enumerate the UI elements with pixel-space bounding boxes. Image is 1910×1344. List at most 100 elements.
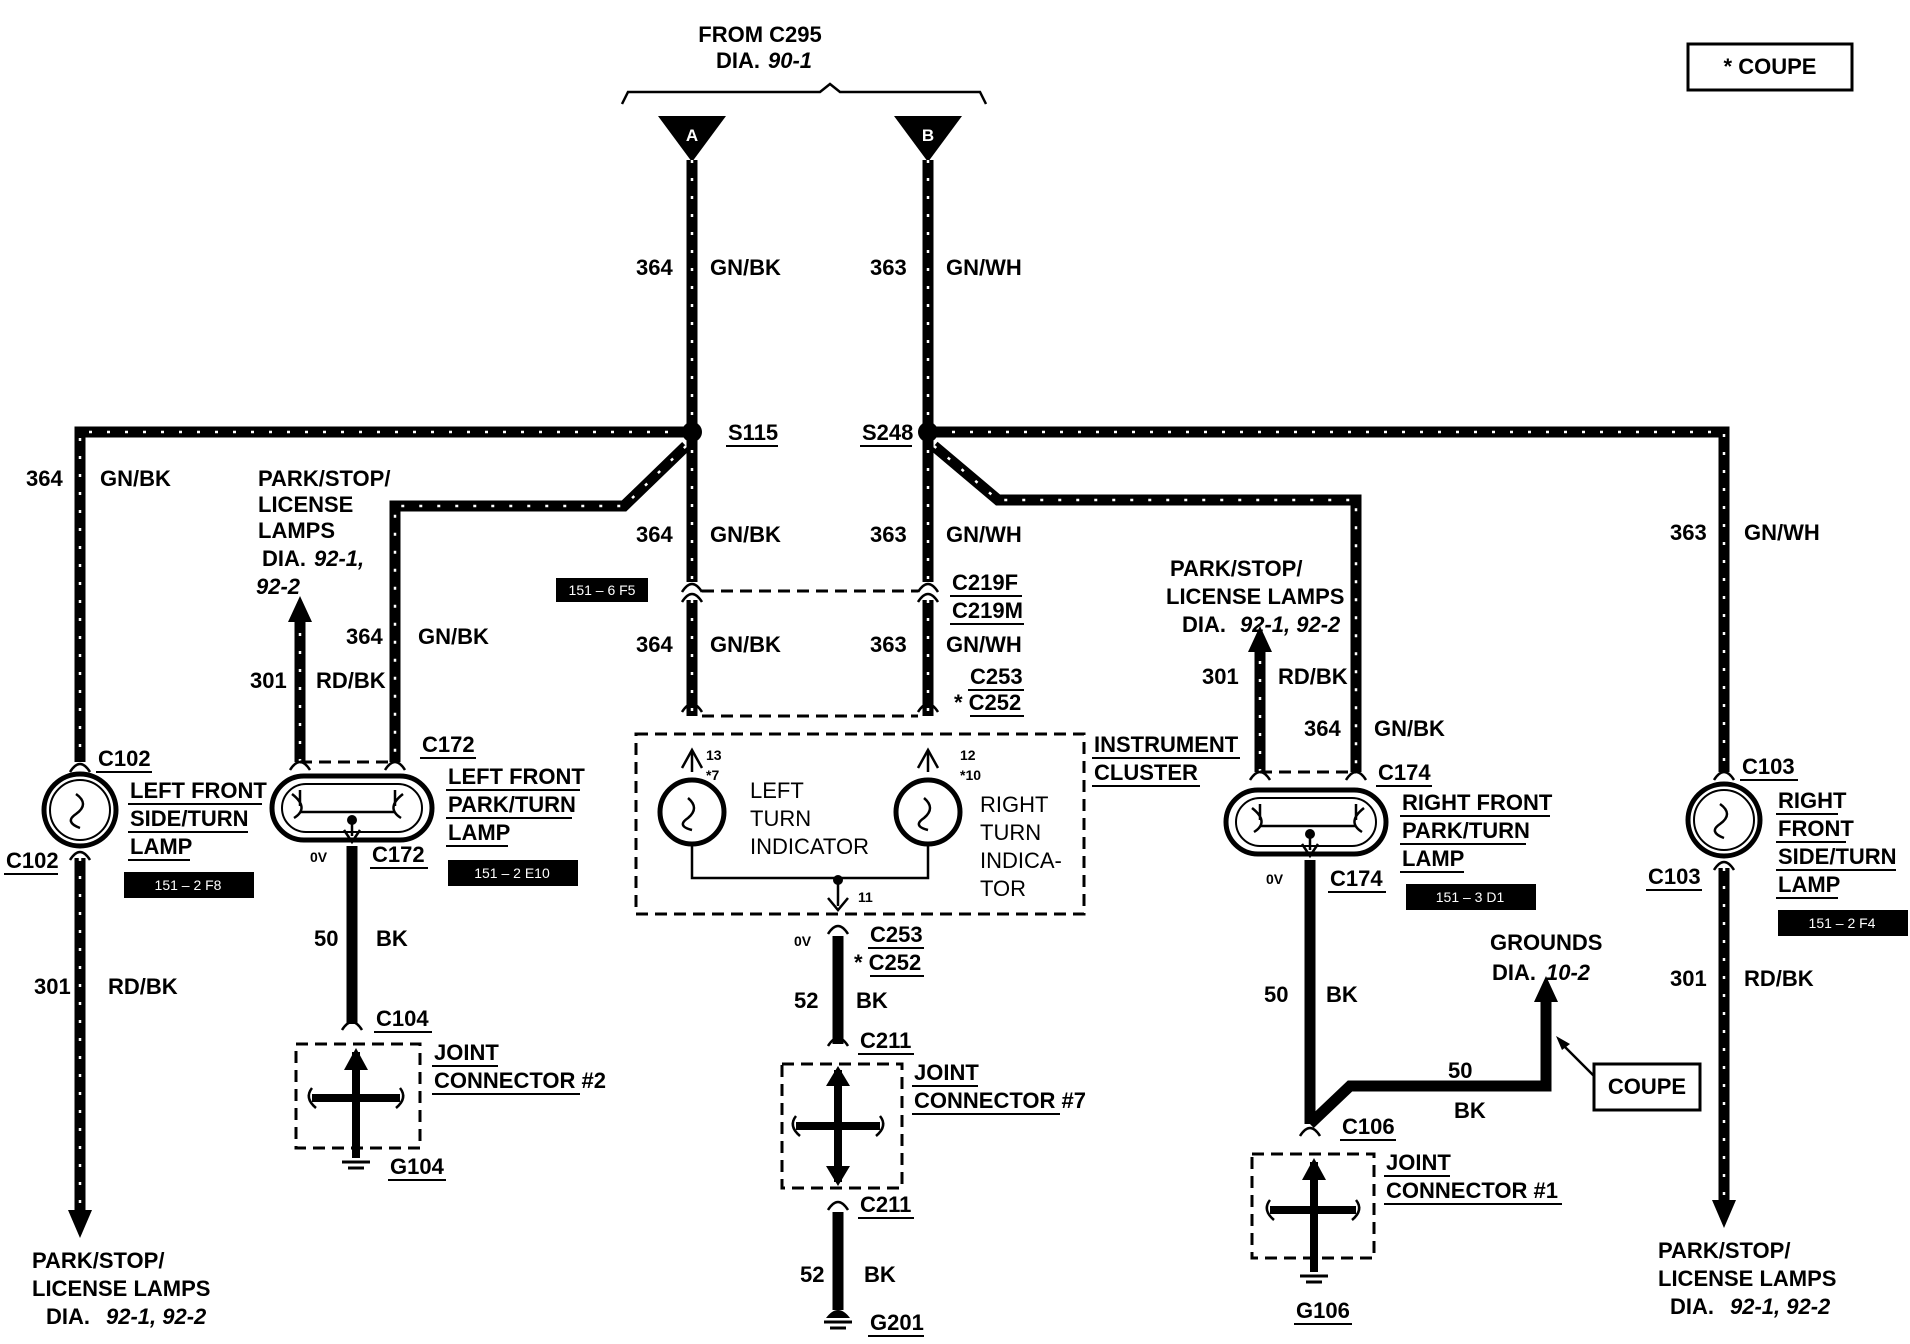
- label-52-upper: 52: [794, 988, 818, 1013]
- left-park-lamp-label-3: LAMP: [448, 820, 510, 845]
- label-364-top: 364: [636, 255, 673, 280]
- label-364-lpark: 364: [346, 624, 383, 649]
- label-rdbk-right: RD/BK: [1744, 966, 1814, 991]
- source-brace: [620, 82, 988, 105]
- right-side-lamp-label-3: SIDE/TURN: [1778, 844, 1897, 869]
- label-gnbk-mid: GN/BK: [710, 522, 781, 547]
- instrument-cluster: INSTRUMENT CLUSTER 13 *7 LEFT TURN INDIC…: [634, 732, 1240, 916]
- right-park-lamp-label-2: PARK/TURN: [1402, 818, 1530, 843]
- label-52-lower: 52: [800, 1262, 824, 1287]
- dest-lpark-dia: DIA.: [262, 546, 306, 571]
- dest-lpark-1: PARK/STOP/: [258, 466, 390, 491]
- right-park-lamp-label-1: RIGHT FRONT: [1402, 790, 1553, 815]
- label-g106: G106: [1296, 1298, 1350, 1323]
- label-c211-bottom: C211: [860, 1192, 911, 1217]
- label-c219f: C219F: [952, 570, 1018, 595]
- arrowheads: [68, 596, 1736, 1238]
- pin-a-label: A: [686, 126, 698, 145]
- right-park-lamp-label-3: LAMP: [1402, 846, 1464, 871]
- label-364-low: 364: [636, 632, 673, 657]
- label-bk-left: BK: [376, 926, 408, 951]
- source-from-label: FROM C295: [698, 22, 821, 47]
- label-c252-bottom: * C252: [854, 950, 921, 975]
- right-indicator-label-2: TURN: [980, 820, 1041, 845]
- label-g104: G104: [390, 1154, 445, 1179]
- cluster-label-2: CLUSTER: [1094, 760, 1198, 785]
- label-c219m: C219M: [952, 598, 1023, 623]
- dest-lpark-dia-value2: 92-2: [256, 574, 301, 599]
- dest-right-1: PARK/STOP/: [1658, 1238, 1790, 1263]
- jc2-label-1: JOINT: [434, 1040, 499, 1065]
- dest-rpark-dia: DIA.: [1182, 612, 1226, 637]
- right-indicator-label-4: TOR: [980, 876, 1026, 901]
- right-side-lamp: C103 C103 RIGHT FRONT SIDE/TURN LAMP 151…: [1646, 754, 1908, 936]
- wire-364-left-park: [389, 442, 690, 762]
- label-gnwh-mid: GN/WH: [946, 522, 1022, 547]
- left-indicator-label-2: TURN: [750, 806, 811, 831]
- splice-s248-label: S248: [862, 420, 913, 445]
- dest-rpark-1: PARK/STOP/: [1170, 556, 1302, 581]
- label-rdbk-left: RD/BK: [108, 974, 178, 999]
- label-gnbk-left-branch: GN/BK: [100, 466, 171, 491]
- left-side-lamp-bulb: [41, 771, 119, 849]
- splice-s115-label: S115: [728, 420, 778, 445]
- left-indicator-label-1: LEFT: [750, 778, 804, 803]
- right-park-lamp-body: [1223, 787, 1389, 857]
- ref-cluster-text: 151 – 6 F5: [569, 582, 636, 598]
- label-c104: C104: [376, 1006, 429, 1031]
- pin-a: A: [658, 116, 726, 162]
- label-c103-top: C103: [1742, 754, 1795, 779]
- coupe-callout-text: COUPE: [1608, 1074, 1686, 1099]
- left-side-lamp-label-2: SIDE/TURN: [130, 806, 249, 831]
- source-dia-value: 90-1: [768, 48, 812, 73]
- label-364-left-branch: 364: [26, 466, 63, 491]
- dest-left-dia: DIA.: [46, 1304, 90, 1329]
- label-c252-top: * C252: [954, 690, 1021, 715]
- splice-s248-dot: [918, 422, 938, 442]
- arrow-right-up: [1248, 626, 1272, 652]
- ov-left: 0V: [310, 849, 328, 865]
- pin-7: *7: [706, 767, 719, 783]
- arrow-grounds: [1534, 976, 1558, 1002]
- left-side-lamp: C102 C102 LEFT FRONT SIDE/TURN LAMP 151 …: [4, 746, 267, 898]
- left-indicator-label-3: INDICATOR: [750, 834, 869, 859]
- label-gnwh-low: GN/WH: [946, 632, 1022, 657]
- ref-left-park-text: 151 – 2 E10: [474, 865, 550, 881]
- label-c174-bottom: C174: [1330, 866, 1383, 891]
- pin-12: 12: [960, 747, 976, 763]
- dest-left-dia-value: 92-1, 92-2: [106, 1304, 207, 1329]
- label-364-rpark: 364: [1304, 716, 1341, 741]
- wire-364-left-park-stripe: [393, 445, 687, 762]
- legend-box: * COUPE: [1686, 42, 1854, 92]
- ref-right-side-text: 151 – 2 F4: [1809, 915, 1876, 931]
- label-rdbk-rpark: RD/BK: [1278, 664, 1348, 689]
- label-301-left: 301: [34, 974, 71, 999]
- pin-b-triangle: [894, 116, 962, 162]
- label-363-mid: 363: [870, 522, 907, 547]
- arrow-left-up: [288, 596, 312, 622]
- c219-connector: [680, 582, 940, 718]
- pin-b-label: B: [922, 126, 934, 145]
- dest-rpark-2: LICENSE LAMPS: [1166, 584, 1344, 609]
- c219-right-cap: [916, 582, 940, 593]
- pin-b: B: [894, 116, 962, 162]
- pin-13: 13: [706, 747, 722, 763]
- right-indicator-label-1: RIGHT: [980, 792, 1048, 817]
- label-301-lpark: 301: [250, 668, 287, 693]
- dest-grounds-dia: DIA.: [1492, 960, 1536, 985]
- label-c102-top: C102: [98, 746, 151, 771]
- label-301-rpark: 301: [1202, 664, 1239, 689]
- left-side-lamp-label-1: LEFT FRONT: [130, 778, 267, 803]
- c219-left-cap: [680, 582, 704, 593]
- legend-border: [1686, 42, 1854, 92]
- label-50-right: 50: [1264, 982, 1288, 1007]
- wire-363-right-side: [934, 426, 1730, 772]
- source-dia-label: DIA.: [716, 48, 760, 73]
- label-c102-bottom: C102: [6, 848, 59, 873]
- right-side-lamp-bulb: [1685, 781, 1763, 859]
- coupe-callout: COUPE: [1556, 1036, 1702, 1112]
- wire-50-grounds: [1306, 1000, 1552, 1128]
- dest-rpark-dia-value: 92-1, 92-2: [1240, 612, 1341, 637]
- label-gnwh-top: GN/WH: [946, 255, 1022, 280]
